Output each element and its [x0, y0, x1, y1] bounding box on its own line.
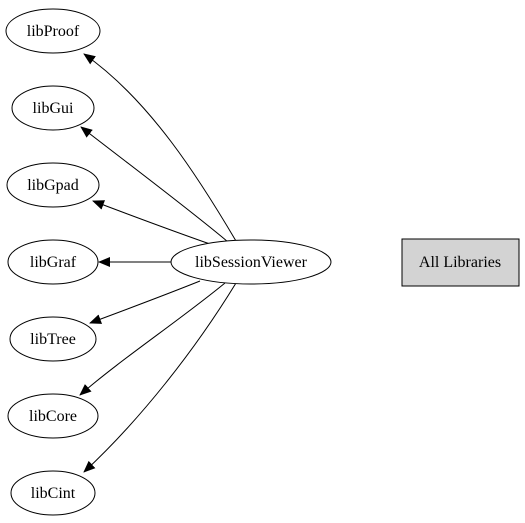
node-libgpad-label: libGpad — [27, 177, 79, 194]
node-libcore[interactable]: libCore — [7, 393, 99, 439]
node-libsessionviewer-label: libSessionViewer — [195, 254, 308, 271]
node-libsessionviewer[interactable]: libSessionViewer — [170, 239, 332, 285]
edge-libgpad — [92, 200, 211, 245]
edge-libtree — [89, 280, 201, 324]
node-libtree-label: libTree — [30, 331, 76, 348]
node-libgraf-label: libGraf — [30, 254, 77, 271]
node-libcore-label: libCore — [29, 408, 77, 425]
edge-libcore — [79, 282, 226, 396]
edge-libproof — [83, 53, 237, 242]
node-libcint[interactable]: libCint — [10, 470, 96, 516]
node-libproof[interactable]: libProof — [5, 8, 101, 54]
node-libtree[interactable]: libTree — [9, 316, 97, 362]
node-libcint-label: libCint — [31, 485, 76, 502]
node-libproof-label: libProof — [27, 23, 80, 40]
node-libgui[interactable]: libGui — [11, 85, 95, 131]
node-libgraf[interactable]: libGraf — [7, 239, 99, 285]
all-libraries-label: All Libraries — [419, 254, 501, 271]
edge-libcint — [83, 282, 237, 473]
node-libgpad[interactable]: libGpad — [6, 162, 100, 208]
edge-libgui — [80, 126, 229, 243]
node-libgui-label: libGui — [33, 100, 74, 117]
all-libraries-button[interactable]: All Libraries — [401, 238, 520, 287]
